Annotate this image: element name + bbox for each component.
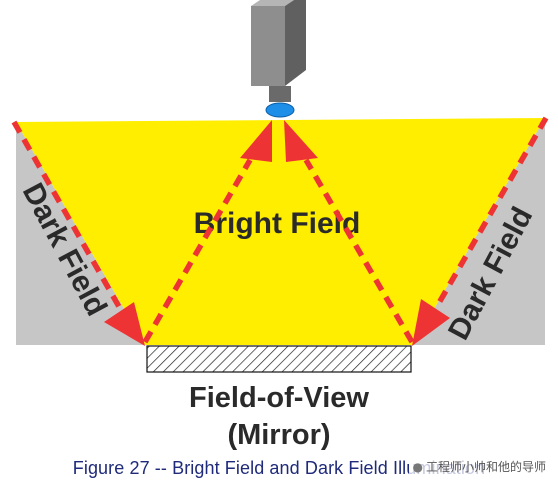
arrowhead-dark-right	[412, 299, 450, 346]
watermark-text: 工程师小帅和他的导师	[425, 460, 546, 474]
light-rays	[11, 116, 549, 344]
mirror-label: (Mirror)	[227, 419, 330, 451]
bright-field-ray-left	[142, 158, 253, 344]
field-of-view-label: Field-of-View	[189, 382, 369, 414]
camera-icon	[251, 0, 306, 118]
dark-field-ray-left	[11, 120, 125, 314]
arrowhead-dark-left	[104, 302, 145, 346]
dark-field-ray-right	[433, 116, 549, 310]
wechat-icon: ●	[412, 460, 423, 474]
arrowhead-bright-left	[240, 120, 272, 162]
figure-caption: Figure 27 -- Bright Field and Dark Field…	[72, 458, 486, 478]
mirror-surface	[146, 345, 412, 373]
bright-field-ray-right	[303, 158, 415, 344]
bright-field-region	[16, 118, 545, 345]
watermark: ●工程师小帅和他的导师	[408, 457, 550, 476]
arrowhead-bright-right	[284, 120, 318, 162]
